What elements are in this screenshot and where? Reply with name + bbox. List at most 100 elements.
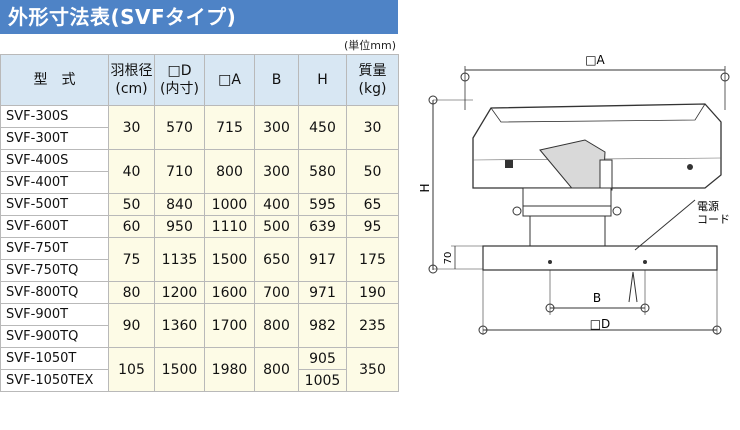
dimension-h-cell: 971	[298, 281, 347, 304]
cross-bar	[522, 205, 612, 217]
model-cell: SVF-400S	[0, 149, 109, 172]
dimension-a-cell: 1110	[204, 215, 255, 238]
dimension-a-cell: 800	[204, 149, 255, 194]
model-cell: SVF-1050T	[0, 347, 109, 370]
dimension-b-cell: 300	[254, 149, 299, 194]
dimension-a-cell: 1000	[204, 193, 255, 216]
dimension-d-cell: 950	[154, 215, 205, 238]
dimension-h-cell: 580	[298, 149, 347, 194]
label-d: □D	[590, 317, 611, 331]
dimension-b-cell: 700	[254, 281, 299, 304]
blade-diameter-cell: 90	[108, 303, 155, 348]
model-cell: SVF-750T	[0, 237, 109, 260]
cord-label-2: コード	[697, 213, 730, 226]
dimension-a-cell: 1500	[204, 237, 255, 282]
mass-cell: 190	[346, 281, 399, 304]
dimension-h-cell: 917	[298, 237, 347, 282]
mass-cell: 65	[346, 193, 399, 216]
model-cell: SVF-900TQ	[0, 325, 109, 348]
dimension-h-cell: 1005	[298, 369, 347, 392]
label-h: H	[418, 183, 432, 192]
column-header: 型 式	[0, 54, 109, 106]
dimension-h-cell: 450	[298, 105, 347, 150]
dimension-a-cell: 1980	[204, 347, 255, 392]
bolt-circle	[720, 72, 730, 82]
dimension-h-cell: 905	[298, 347, 347, 370]
table-row: SVF-750TQ	[0, 259, 399, 282]
power-cord-leader	[634, 199, 696, 251]
dimension-d-cell: 1200	[154, 281, 205, 304]
column-header: □D(内寸)	[154, 54, 205, 106]
blade-diameter-cell: 50	[108, 193, 155, 216]
fan-hood	[472, 103, 722, 189]
model-cell: SVF-600T	[0, 215, 109, 238]
dimension-a-cell: 715	[204, 105, 255, 150]
table-row: SVF-1050TEX 1005	[0, 369, 399, 392]
mass-cell: 50	[346, 149, 399, 194]
model-cell: SVF-500T	[0, 193, 109, 216]
mass-cell: 175	[346, 237, 399, 282]
dimension-h-cell: 639	[298, 215, 347, 238]
column-header: H	[298, 54, 347, 106]
model-cell: SVF-900T	[0, 303, 109, 326]
label-a: □A	[585, 53, 605, 67]
dimension-b-cell: 800	[254, 303, 299, 348]
dimension-b-cell: 650	[254, 237, 299, 282]
blade-diameter-cell: 75	[108, 237, 155, 282]
column-header: 質量(kg)	[346, 54, 399, 106]
blade-diameter-cell: 60	[108, 215, 155, 238]
page-title: 外形寸法表(SVFタイプ)	[0, 0, 398, 34]
blade-diameter-cell: 105	[108, 347, 155, 392]
dimension-d-cell: 1135	[154, 237, 205, 282]
dimension-b-cell: 300	[254, 105, 299, 150]
model-cell: SVF-400T	[0, 171, 109, 194]
table-row: SVF-400T	[0, 171, 399, 194]
dimension-h-cell: 595	[298, 193, 347, 216]
mass-cell: 235	[346, 303, 399, 348]
dimension-a-cell: 1600	[204, 281, 255, 304]
model-cell: SVF-1050TEX	[0, 369, 109, 392]
mass-cell: 30	[346, 105, 399, 150]
mass-cell: 350	[346, 347, 399, 392]
column-header: □A	[204, 54, 255, 106]
label-b: B	[593, 291, 601, 305]
model-cell: SVF-300T	[0, 127, 109, 150]
model-cell: SVF-800TQ	[0, 281, 109, 304]
dimension-h-cell: 982	[298, 303, 347, 348]
bolt-circle	[460, 72, 470, 82]
dimension-d-cell: 710	[154, 149, 205, 194]
model-cell: SVF-750TQ	[0, 259, 109, 282]
model-cell: SVF-300S	[0, 105, 109, 128]
dimension-b-cell: 500	[254, 215, 299, 238]
column-header: B	[254, 54, 299, 106]
blade-diameter-cell: 40	[108, 149, 155, 194]
motor-body	[529, 215, 606, 247]
label-70: 70	[443, 252, 454, 265]
table-row: SVF-300T	[0, 127, 399, 150]
blade-diameter-cell: 80	[108, 281, 155, 304]
mass-cell: 95	[346, 215, 399, 238]
cord-label-1: 電源	[697, 199, 719, 213]
dimension-a-cell: 1700	[204, 303, 255, 348]
column-header: 羽根径(cm)	[108, 54, 155, 106]
dimension-d-cell: 1360	[154, 303, 205, 348]
unit-note: (単位mm)	[343, 39, 396, 52]
dimension-b-cell: 800	[254, 347, 299, 392]
fan-dimension-drawing: □A H 70 電源 コード B □D	[418, 53, 730, 335]
dimension-d-cell: 1500	[154, 347, 205, 392]
dimension-b-cell: 400	[254, 193, 299, 216]
dimension-d-cell: 840	[154, 193, 205, 216]
blade-diameter-cell: 30	[108, 105, 155, 150]
dimension-d-cell: 570	[154, 105, 205, 150]
